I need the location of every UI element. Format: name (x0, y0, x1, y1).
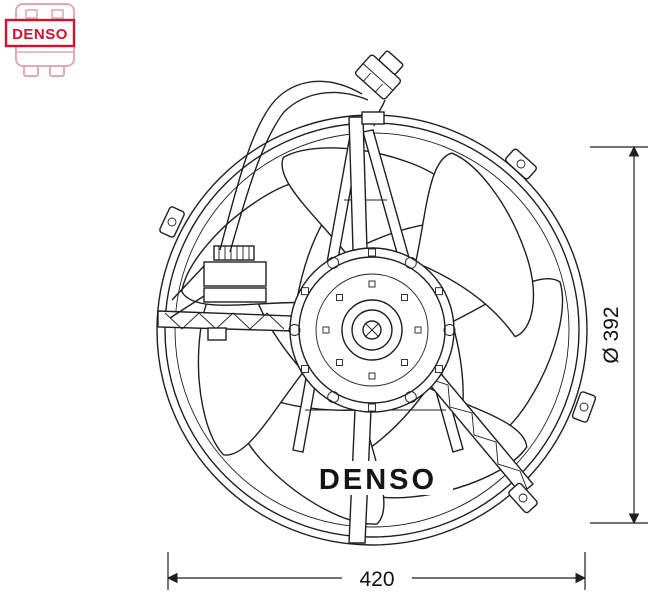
shroud-brand-label: DENSO (319, 464, 437, 496)
resistor-module (169, 245, 267, 341)
left-arm-lattice (164, 312, 285, 330)
bracket-clip (207, 327, 227, 341)
strut-top (348, 116, 368, 251)
mounting-tab (571, 391, 597, 423)
mounting-tab (505, 148, 537, 180)
fan-blade (414, 152, 535, 338)
mounting-tab (508, 482, 538, 514)
mounting-tabs (159, 148, 597, 514)
mounting-tab (159, 206, 185, 238)
lower-right-lattice (425, 377, 528, 490)
width-dimension-label: 420 (359, 568, 394, 591)
denso-logo: DENSO (4, 18, 76, 48)
dimension-diameter: Ø 392 (590, 145, 648, 525)
denso-logo-box (4, 18, 76, 48)
diameter-dimension-label: Ø 392 (600, 306, 623, 363)
shroud-brand-band: DENSO (303, 461, 453, 496)
wire-clamp (361, 111, 385, 125)
denso-logo-text: DENSO (12, 26, 68, 43)
fan-blades (181, 147, 564, 525)
wiring-harness (219, 80, 386, 253)
dimension-width: 420 (166, 552, 587, 591)
power-connector (354, 50, 404, 100)
motor-hub (288, 247, 456, 413)
